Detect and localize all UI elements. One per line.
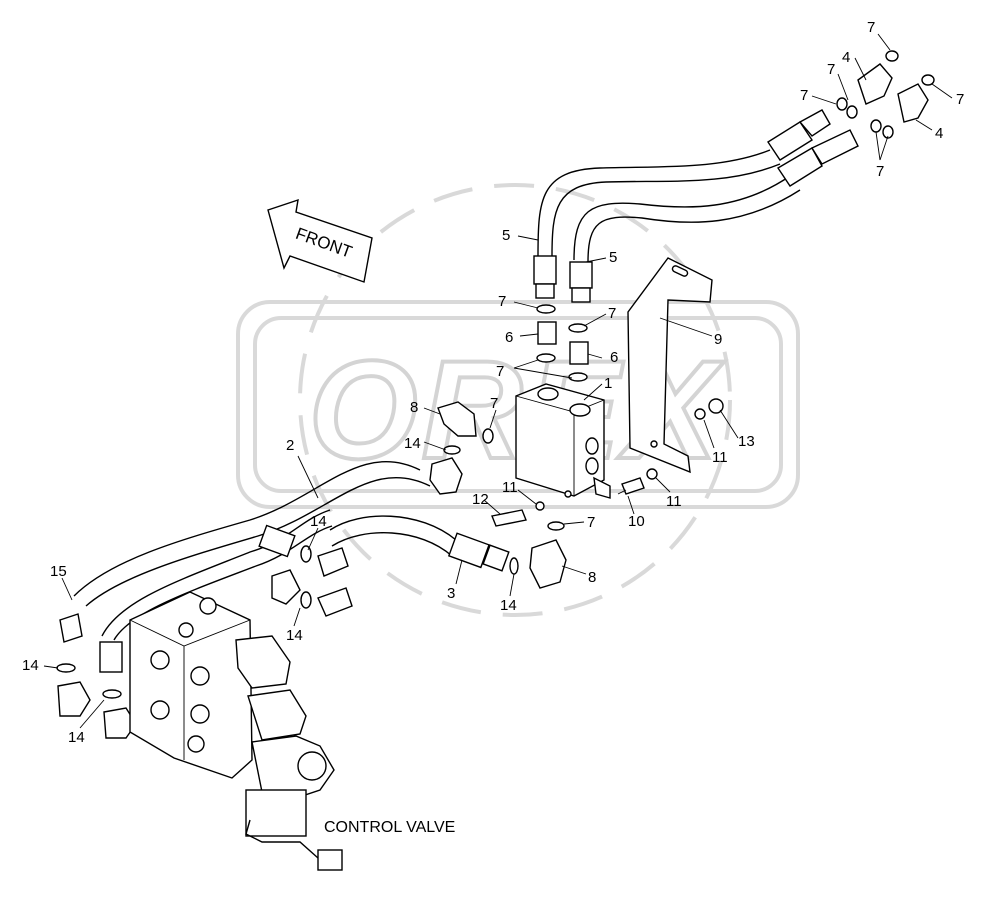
callout-label: 9 — [714, 331, 722, 348]
callout-label: 4 — [935, 125, 943, 142]
callout-label: 12 — [472, 491, 489, 508]
valve-block — [515, 383, 611, 499]
callout-label: 14 — [404, 435, 421, 452]
control-valve-label: CONTROL VALVE — [324, 819, 455, 836]
callout-label: 13 — [738, 433, 755, 450]
callout-label: 10 — [628, 513, 645, 530]
callout-label: 7 — [956, 91, 964, 108]
callout-label: 8 — [410, 399, 418, 416]
upper-right-fittings — [836, 50, 935, 139]
adapters — [536, 304, 589, 382]
front-arrow: FRONT — [267, 198, 373, 283]
callout-label: 7 — [608, 305, 616, 322]
callout-label: 7 — [867, 19, 875, 36]
callout-label: 6 — [505, 329, 513, 346]
callout-label: 2 — [286, 437, 294, 454]
callout-label: 7 — [496, 363, 504, 380]
callout-label: 11 — [666, 493, 682, 510]
middle-fittings — [258, 524, 353, 617]
callout-label: 14 — [22, 657, 39, 674]
callout-label: 14 — [68, 729, 85, 746]
hose-2 — [73, 460, 431, 641]
callout-label: 5 — [502, 227, 510, 244]
callout-label: 7 — [587, 514, 595, 531]
leader-lines — [43, 33, 953, 729]
callout-label: 3 — [447, 585, 455, 602]
callout-label: 7 — [498, 293, 506, 310]
callout-label: 14 — [310, 513, 327, 530]
elbow-fitting-upper — [429, 401, 494, 495]
fasteners — [491, 398, 724, 531]
callout-label: 7 — [490, 395, 498, 412]
left-fittings — [56, 613, 137, 739]
callout-label: 1 — [604, 375, 612, 392]
callout-label: 14 — [500, 597, 517, 614]
callout-label: 5 — [609, 249, 617, 266]
callout-label: 11 — [712, 449, 728, 466]
callout-label: 4 — [842, 49, 850, 66]
callout-label: 7 — [800, 87, 808, 104]
callout-label: 7 — [827, 61, 835, 78]
callouts: 7 4 7 7 7 4 7 5 5 7 7 9 6 6 7 1 8 7 14 2… — [22, 19, 964, 746]
callout-label: 14 — [286, 627, 303, 644]
callout-label: 7 — [876, 163, 884, 180]
callout-label: 8 — [588, 569, 596, 586]
control-valve — [129, 591, 343, 871]
callout-label: 11 — [502, 479, 518, 496]
bracket — [627, 257, 713, 474]
hose-3 — [329, 515, 567, 589]
callout-label: 15 — [50, 563, 67, 580]
callout-label: 6 — [610, 349, 618, 366]
upper-hoses — [533, 109, 859, 303]
